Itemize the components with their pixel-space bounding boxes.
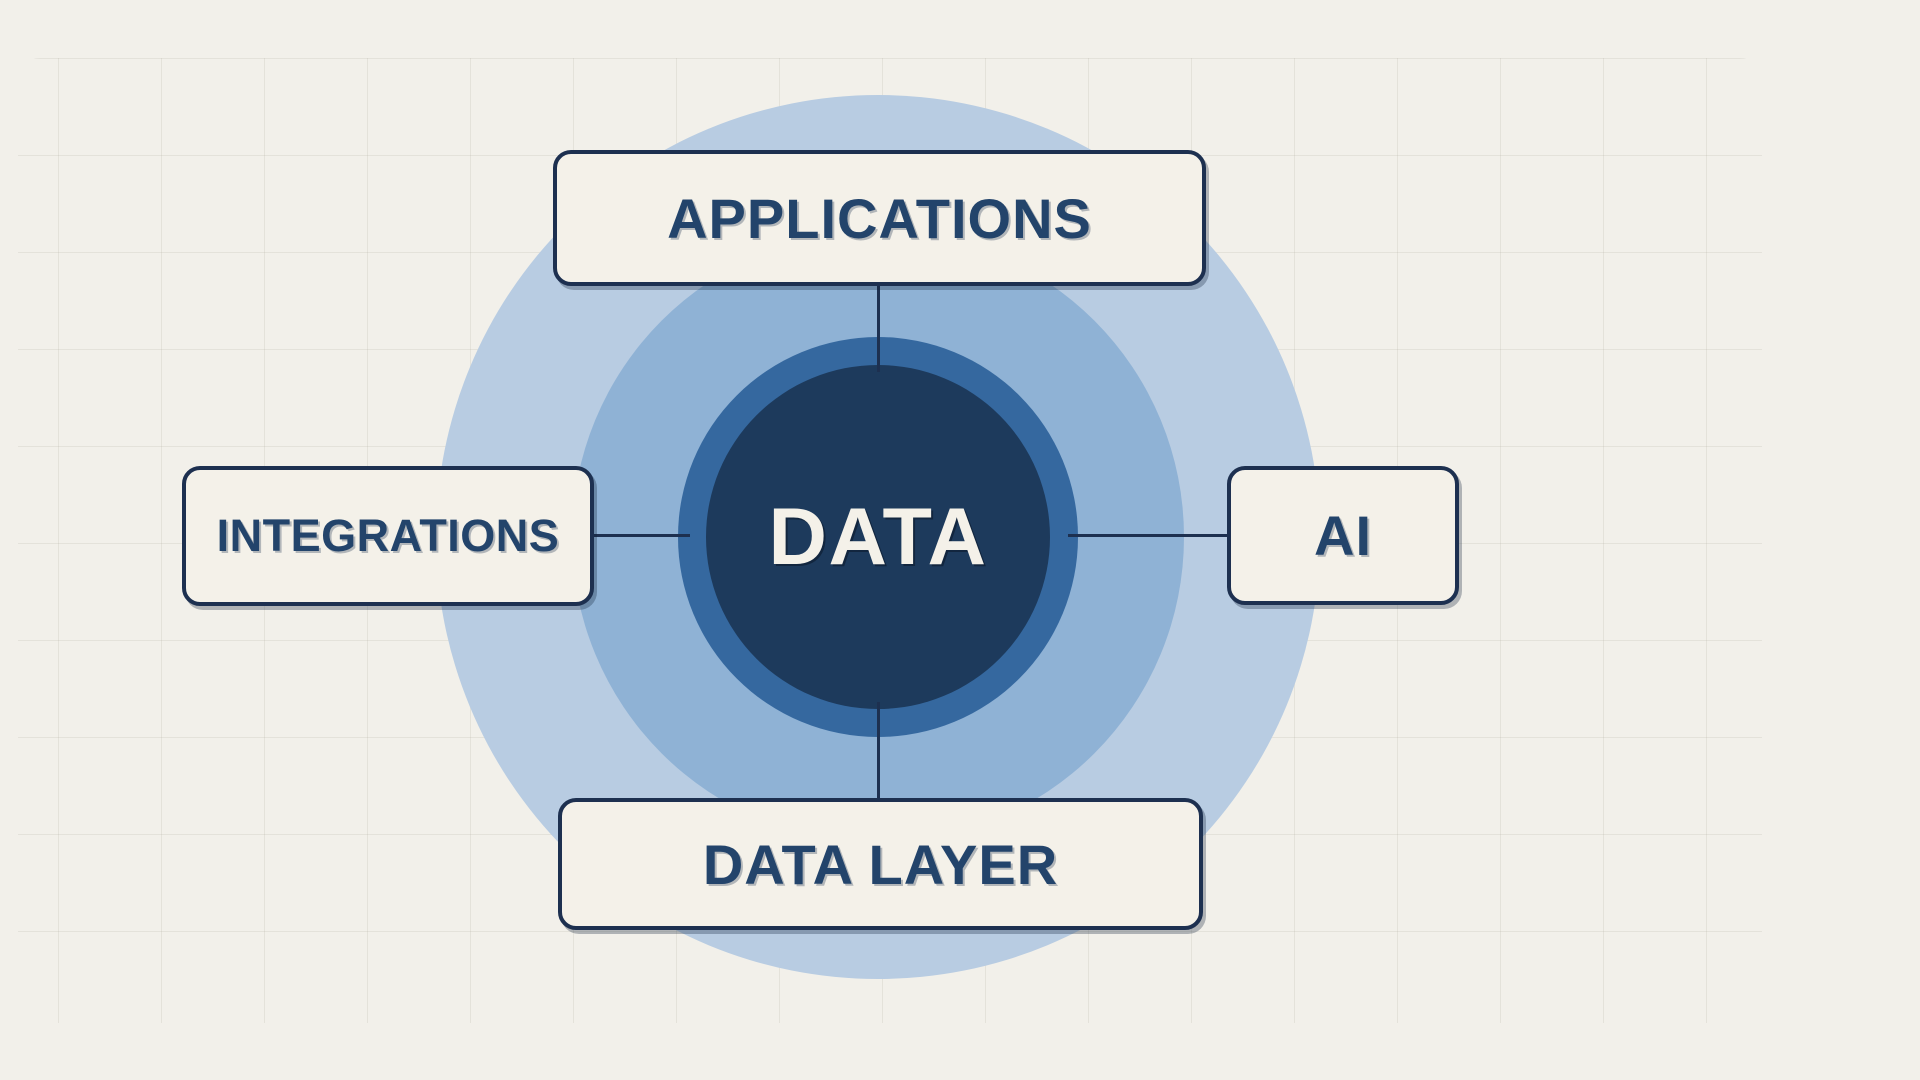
node-ai[interactable]: AI: [1227, 466, 1459, 605]
connector-applications-to-data: [877, 286, 880, 372]
node-integrations-label: INTEGRATIONS: [216, 510, 560, 561]
node-ai-label: AI: [1314, 504, 1372, 567]
node-integrations[interactable]: INTEGRATIONS: [182, 466, 594, 606]
connector-data-to-datalayer: [877, 702, 880, 800]
node-applications[interactable]: APPLICATIONS: [553, 150, 1206, 286]
node-data-layer-label: DATA LAYER: [702, 832, 1059, 896]
node-applications-label: APPLICATIONS: [667, 186, 1092, 250]
connector-data-to-ai: [1068, 534, 1228, 537]
data-core-label: DATA: [768, 491, 988, 582]
connector-integrations-to-data: [594, 534, 690, 537]
data-core-circle[interactable]: DATA: [706, 365, 1050, 709]
node-data-layer[interactable]: DATA LAYER: [558, 798, 1203, 930]
